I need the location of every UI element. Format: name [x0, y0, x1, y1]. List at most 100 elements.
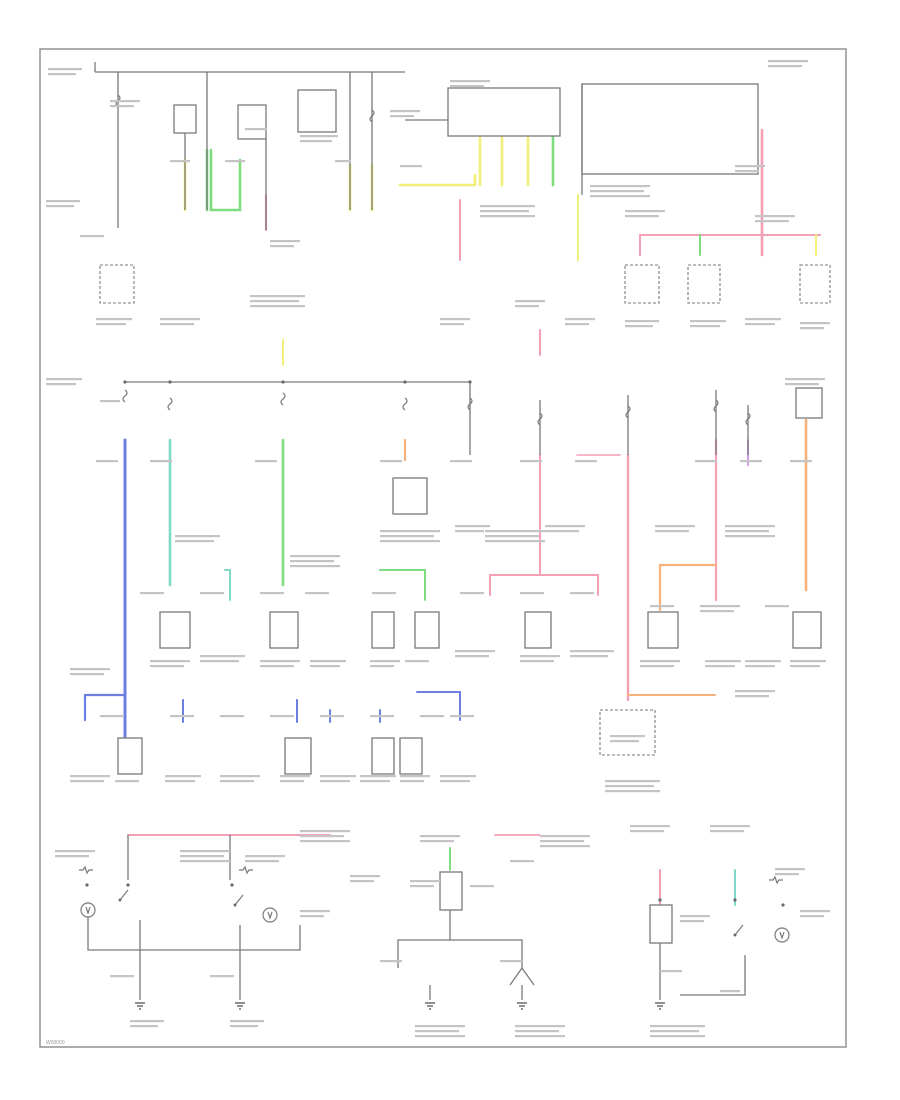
label-line [800, 910, 830, 913]
label-line [755, 220, 789, 223]
label-scribble [372, 592, 396, 595]
label-line [570, 592, 594, 595]
label-line [650, 605, 674, 608]
label-line [650, 1025, 705, 1028]
component-box [524, 611, 552, 649]
component-box [799, 264, 831, 304]
label-scribble [655, 525, 695, 533]
label-scribble [80, 235, 104, 238]
label-scribble [765, 605, 789, 608]
label-scribble [705, 660, 741, 668]
label-scribble [270, 715, 294, 718]
label-scribble [790, 660, 826, 668]
component-box [624, 264, 660, 304]
label-line [270, 240, 300, 243]
label-scribble [170, 715, 194, 718]
label-line [705, 665, 735, 668]
splice-dot [230, 883, 234, 887]
green-wire [209, 148, 242, 212]
label-scribble [540, 835, 590, 848]
label-line [110, 105, 134, 108]
label-scribble [220, 775, 260, 783]
label-scribble [255, 460, 277, 463]
label-scribble [740, 460, 762, 463]
label-scribble [300, 830, 350, 843]
component-box [99, 264, 135, 304]
label-line [410, 880, 440, 883]
label-line [310, 660, 346, 663]
label-scribble [100, 715, 124, 718]
label-scribble [520, 592, 544, 595]
label-line [220, 715, 244, 718]
wire [87, 917, 301, 951]
label-line [800, 327, 824, 330]
label-line [48, 68, 82, 71]
label-line [460, 592, 484, 595]
label-line [515, 1030, 559, 1033]
label-scribble [455, 650, 495, 658]
label-line [640, 660, 680, 663]
label-line [220, 775, 260, 778]
label-line [515, 1035, 565, 1038]
label-scribble [280, 775, 310, 783]
label-scribble [440, 318, 470, 326]
switch-symbol [734, 924, 744, 936]
component-box [792, 611, 822, 649]
label-line [280, 780, 304, 783]
wire [450, 939, 523, 968]
label-line [450, 460, 472, 463]
label-line [735, 690, 775, 693]
label-line [660, 970, 682, 973]
label-line [625, 210, 665, 213]
label-scribble [510, 860, 534, 863]
component-box [371, 611, 395, 649]
label-line [46, 200, 80, 203]
label-line [420, 715, 444, 718]
label-scribble [650, 605, 674, 608]
label-line [380, 530, 440, 533]
component-box [439, 871, 463, 911]
label-line [725, 535, 775, 538]
label-scribble [360, 775, 396, 783]
lamp-filament [267, 911, 273, 920]
label-line [100, 715, 124, 718]
label-line [46, 205, 74, 208]
label-line [80, 235, 104, 238]
label-line [200, 660, 239, 663]
label-line [245, 128, 267, 131]
label-scribble [720, 990, 740, 993]
label-scribble [70, 668, 110, 676]
label-line [210, 975, 234, 978]
label-line [405, 660, 429, 663]
fuse-symbol [625, 405, 631, 419]
label-line [70, 780, 104, 783]
label-line [170, 715, 194, 718]
label-scribble [96, 460, 118, 463]
label-scribble [450, 80, 490, 88]
splice-dot [126, 883, 130, 887]
label-scribble [605, 780, 660, 793]
label-line [270, 245, 294, 248]
component-box [297, 89, 337, 133]
component-box [599, 709, 656, 756]
label-scribble [370, 715, 394, 718]
label-line [380, 535, 434, 538]
label-scribble [335, 160, 351, 163]
label-line [790, 660, 826, 663]
label-line [785, 383, 819, 386]
label-line [165, 775, 201, 778]
label-scribble [775, 868, 805, 876]
label-line [160, 318, 200, 321]
label-line [320, 775, 356, 778]
lamp-symbol [774, 927, 790, 943]
label-line [305, 592, 329, 595]
label-line [175, 540, 214, 543]
component-box [649, 904, 673, 944]
fuse-symbol [402, 397, 408, 411]
blue-wire [416, 691, 461, 721]
label-scribble [420, 835, 460, 843]
fuse-symbol [713, 399, 719, 413]
lamp-filament [85, 906, 91, 915]
label-line [540, 845, 590, 848]
label-line [220, 780, 254, 783]
